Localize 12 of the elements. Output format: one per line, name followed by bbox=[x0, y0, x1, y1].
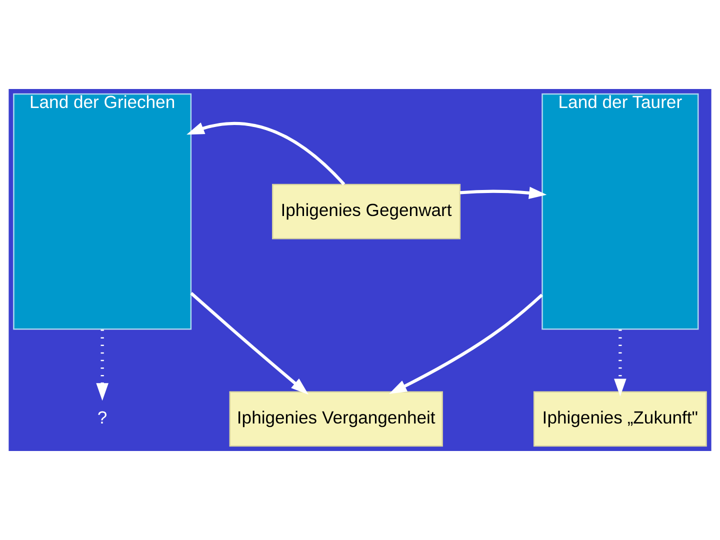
node-box: Iphigenies Gegenwart bbox=[272, 184, 461, 240]
arrow bbox=[190, 292, 309, 395]
node-box: Iphigenies Vergangenheit bbox=[229, 391, 443, 447]
arrow bbox=[96, 330, 108, 401]
node-box: Land der Taurer bbox=[542, 93, 699, 330]
arrow bbox=[614, 330, 626, 396]
node-box: Iphigenies „Zukunft" bbox=[533, 391, 707, 447]
node-box: Land der Griechen bbox=[13, 93, 192, 330]
node-text: ? bbox=[97, 408, 108, 428]
arrow bbox=[186, 122, 346, 186]
arrow bbox=[389, 294, 544, 394]
arrow bbox=[460, 186, 547, 200]
